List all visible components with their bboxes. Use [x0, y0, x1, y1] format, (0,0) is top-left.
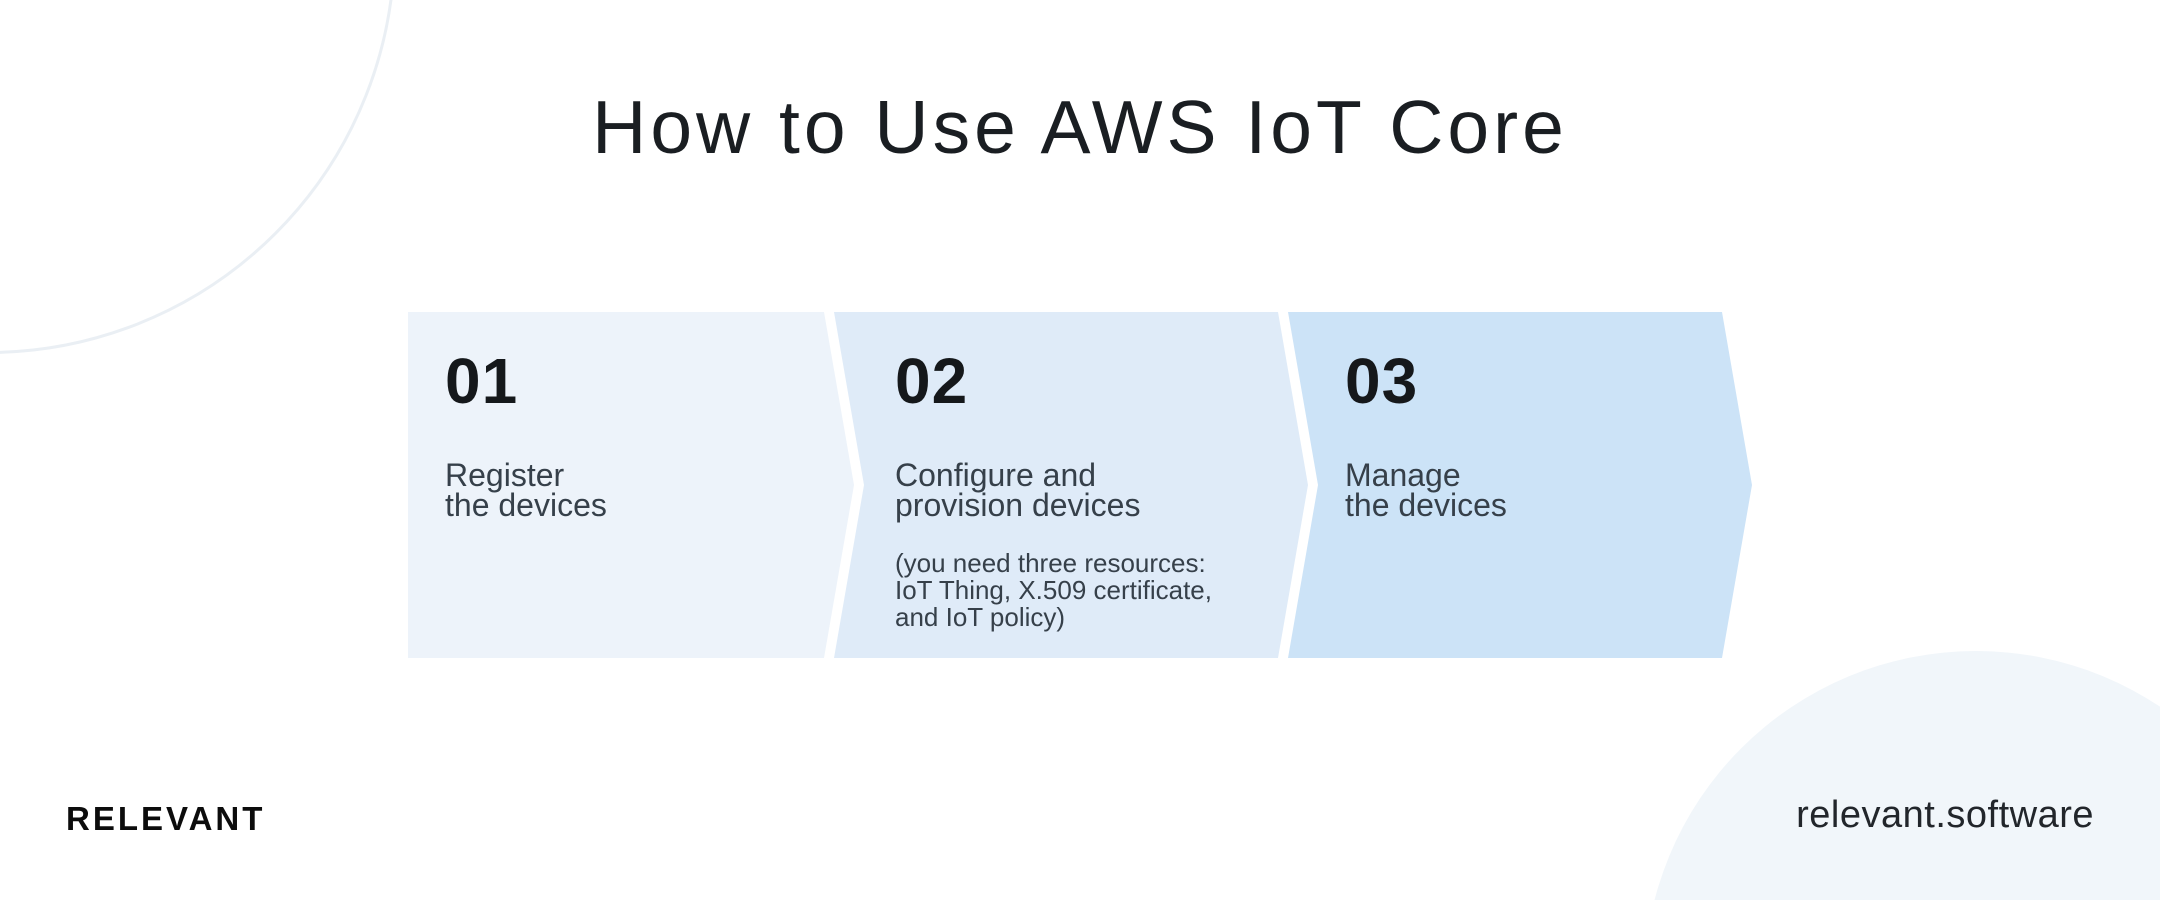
- step-1-number: 01: [445, 345, 519, 417]
- step-3-arrow-shape: [1288, 312, 1752, 658]
- step-2-note: (you need three resources: IoT Thing, X.…: [895, 548, 1212, 632]
- step-2-number: 02: [895, 345, 969, 417]
- step-3-label: Manage the devices: [1345, 457, 1507, 523]
- brand-logo-text: RELEVANT: [66, 800, 266, 837]
- step-2-arrow-shape: [834, 312, 1308, 658]
- website-url: relevant.software: [1796, 794, 2094, 836]
- step-1-arrow-shape: [408, 312, 854, 658]
- page-title: How to Use AWS IoT Core: [592, 85, 1568, 169]
- circle-fill-decoration: [1644, 651, 2160, 900]
- circle-outline-decoration: [0, 0, 396, 354]
- step-1-label: Register the devices: [445, 457, 607, 523]
- step-3-number: 03: [1345, 345, 1419, 417]
- step-2-label: Configure and provision devices: [895, 457, 1141, 523]
